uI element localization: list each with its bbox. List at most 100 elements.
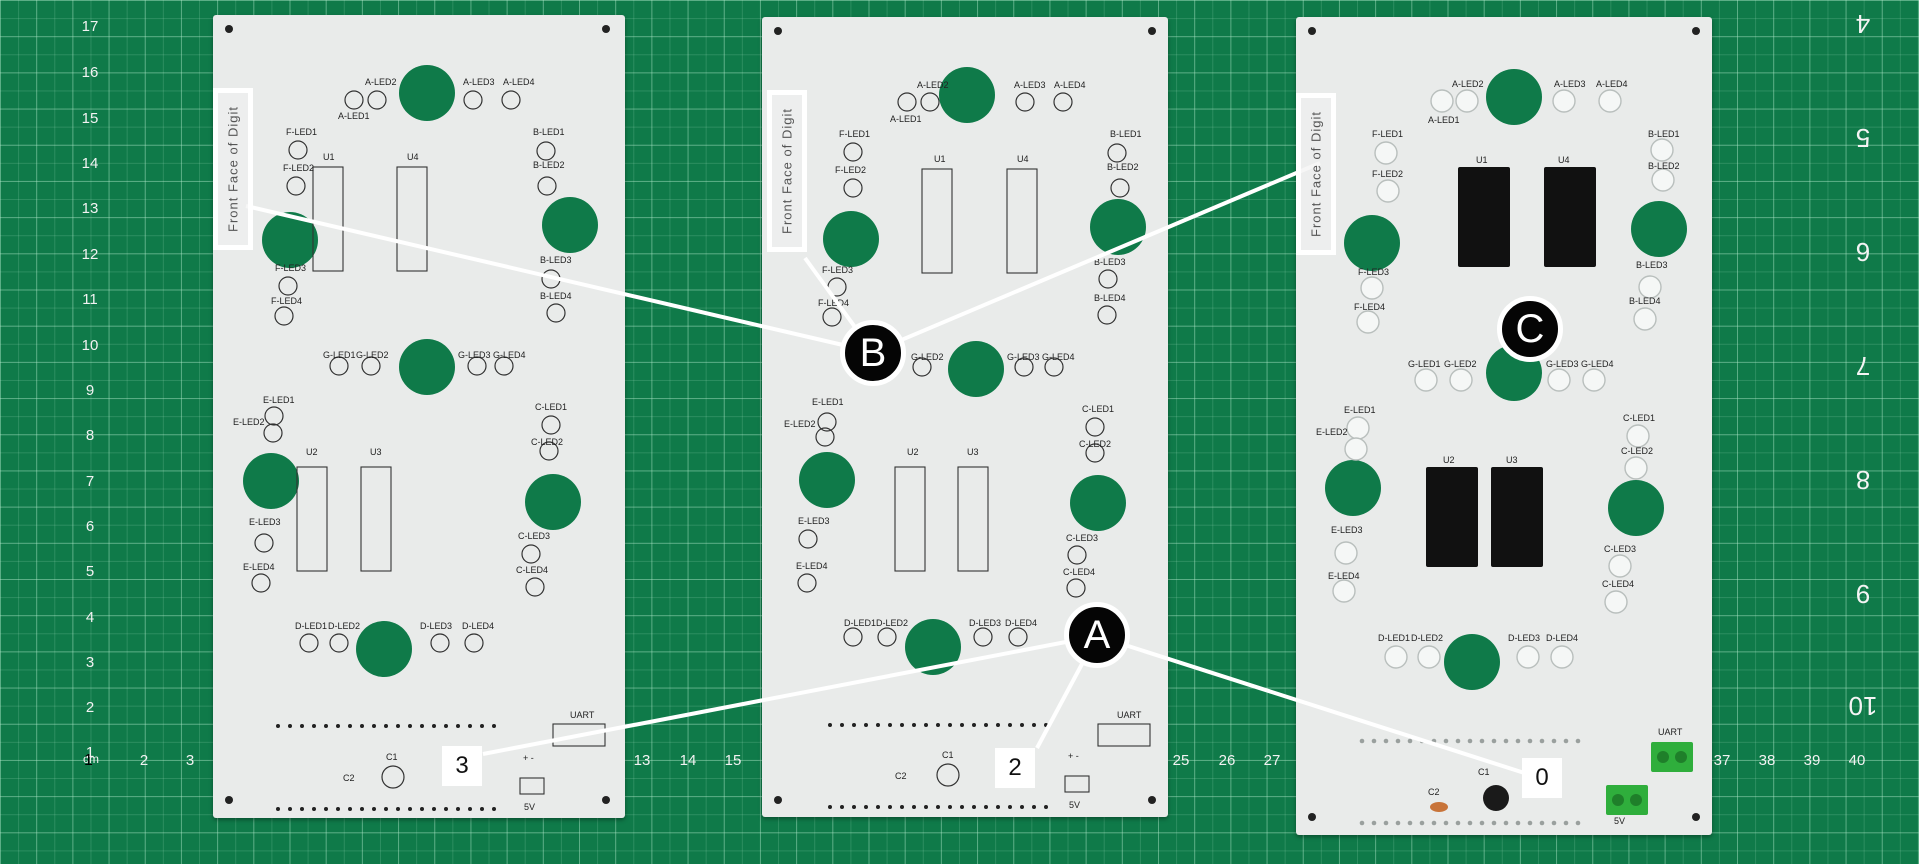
ruler-label: 10 bbox=[81, 337, 99, 354]
silk-label: F-LED1 bbox=[1372, 129, 1403, 139]
leader-line bbox=[482, 634, 1098, 756]
silk-label: F-LED4 bbox=[271, 296, 302, 306]
silk-label: D-LED4 bbox=[1005, 618, 1037, 628]
silk-label: U4 bbox=[407, 152, 419, 162]
ruler-label: 1 bbox=[84, 752, 93, 769]
silk-label: E-LED4 bbox=[243, 562, 275, 572]
silk-label: U3 bbox=[370, 447, 382, 457]
ruler-label: 9 bbox=[85, 382, 95, 399]
silk-label: E-LED3 bbox=[249, 517, 281, 527]
leader-line bbox=[245, 204, 874, 354]
ruler-label: 14 bbox=[81, 155, 99, 172]
pcb-board-3: A-LED2 A-LED3 A-LED4 A-LED1 F-LED1 F-LED… bbox=[213, 15, 625, 818]
silk-label: C-LED1 bbox=[535, 402, 567, 412]
ruler-label: 12 bbox=[81, 246, 99, 263]
silk-label: F-LED4 bbox=[1354, 302, 1385, 312]
silk-label: UART bbox=[1658, 727, 1683, 737]
silk-label: UART bbox=[570, 710, 595, 720]
front-face-label: Front Face of Digit bbox=[1296, 93, 1336, 255]
silk-label: 5V bbox=[524, 802, 535, 812]
silk-label: C1 bbox=[386, 752, 398, 762]
front-face-text: Front Face of Digit bbox=[779, 108, 795, 234]
ruler-label: 6 bbox=[85, 518, 95, 535]
silk-label: A-LED1 bbox=[890, 114, 922, 124]
silk-label: G-LED2 bbox=[1444, 359, 1477, 369]
silk-label: C-LED4 bbox=[1063, 567, 1095, 577]
silk-label: E-LED1 bbox=[1344, 405, 1376, 415]
silk-label: B-LED2 bbox=[1648, 161, 1680, 171]
ruler-label: 15 bbox=[724, 752, 742, 769]
silk-label: C-LED4 bbox=[516, 565, 548, 575]
silk-label: U1 bbox=[934, 154, 946, 164]
pcb-board-2: A-LED2 A-LED3 A-LED4 A-LED1 F-LED1 F-LED… bbox=[762, 17, 1168, 817]
ruler-label: 2 bbox=[139, 752, 149, 769]
silk-label: UART bbox=[1117, 710, 1142, 720]
silk-label: U1 bbox=[1476, 155, 1488, 165]
silk-label: F-LED3 bbox=[275, 263, 306, 273]
silk-label: C-LED3 bbox=[1604, 544, 1636, 554]
silk-label: G-LED3 bbox=[1007, 352, 1040, 362]
silk-label: F-LED1 bbox=[839, 129, 870, 139]
silk-label: G-LED3 bbox=[458, 350, 491, 360]
silk-label: C2 bbox=[895, 771, 907, 781]
silk-label: G-LED1 bbox=[1408, 359, 1441, 369]
silk-label: A-LED2 bbox=[1452, 79, 1484, 89]
silk-label: E-LED3 bbox=[1331, 525, 1363, 535]
silk-label: F-LED1 bbox=[286, 127, 317, 137]
silk-label: B-LED4 bbox=[1629, 296, 1661, 306]
board-number-tag: 0 bbox=[1522, 758, 1562, 798]
ruler-label: 15 bbox=[81, 110, 99, 127]
silk-label: B-LED4 bbox=[1094, 293, 1126, 303]
board-number-tag: 2 bbox=[995, 748, 1035, 788]
front-face-text: Front Face of Digit bbox=[225, 106, 241, 232]
ruler-label: 5 bbox=[85, 563, 95, 580]
silk-label: F-LED2 bbox=[283, 163, 314, 173]
silk-label: D-LED3 bbox=[1508, 633, 1540, 643]
ruler-label: 26 bbox=[1218, 752, 1236, 769]
silk-label: G-LED4 bbox=[493, 350, 526, 360]
silk-label: F-LED4 bbox=[818, 298, 849, 308]
silk-label: U2 bbox=[1443, 455, 1455, 465]
board-artwork: A-LED2 A-LED3 A-LED4 A-LED1 F-LED1 F-LED… bbox=[225, 25, 610, 812]
leader-line bbox=[1096, 634, 1541, 780]
ruler-label: 7 bbox=[85, 473, 95, 490]
silk-label: A-LED2 bbox=[917, 80, 949, 90]
silk-label: A-LED4 bbox=[1596, 79, 1628, 89]
pcb-board-0: A-LED2 A-LED3 A-LED4 A-LED1 F-LED1 F-LED… bbox=[1296, 17, 1712, 835]
callout-a: A bbox=[1064, 602, 1130, 668]
left-ruler: 17 16 15 14 13 12 11 10 9 8 7 6 5 4 3 2 … bbox=[0, 0, 99, 864]
ruler-label: 17 bbox=[81, 18, 99, 35]
silk-label: B-LED3 bbox=[540, 255, 572, 265]
ruler-label: 39 bbox=[1803, 752, 1821, 769]
ruler-label: 14 bbox=[679, 752, 697, 769]
silk-label: B-LED1 bbox=[533, 127, 565, 137]
front-face-text: Front Face of Digit bbox=[1308, 111, 1324, 237]
silk-label: E-LED2 bbox=[233, 417, 265, 427]
silk-label: A-LED2 bbox=[365, 77, 397, 87]
ruler-label: 2 bbox=[85, 699, 95, 716]
silk-label: C1 bbox=[942, 750, 954, 760]
ruler-label: 3 bbox=[185, 752, 195, 769]
silk-label: F-LED2 bbox=[1372, 169, 1403, 179]
front-face-label: Front Face of Digit bbox=[213, 88, 253, 250]
ruler-label: 40 bbox=[1848, 752, 1866, 769]
silk-label: C-LED1 bbox=[1623, 413, 1655, 423]
silk-label: F-LED3 bbox=[1358, 267, 1389, 277]
silk-label: E-LED3 bbox=[798, 516, 830, 526]
silk-label: D-LED1 bbox=[295, 621, 327, 631]
silk-label: C2 bbox=[343, 773, 355, 783]
silk-label: B-LED1 bbox=[1648, 129, 1680, 139]
ruler-label: 25 bbox=[1172, 752, 1190, 769]
ruler-label: 37 bbox=[1713, 752, 1731, 769]
silk-label: G-LED3 bbox=[1546, 359, 1579, 369]
leader-line bbox=[872, 161, 1321, 354]
silk-label: C-LED4 bbox=[1602, 579, 1634, 589]
silk-label: G-LED1 bbox=[323, 350, 356, 360]
silk-label: G-LED4 bbox=[1581, 359, 1614, 369]
silk-label: D-LED2 bbox=[876, 618, 908, 628]
silk-label: 5V bbox=[1069, 800, 1080, 810]
silk-label: A-LED3 bbox=[463, 77, 495, 87]
silk-label: D-LED4 bbox=[1546, 633, 1578, 643]
ruler-label: 3 bbox=[85, 654, 95, 671]
silk-label: A-LED1 bbox=[1428, 115, 1460, 125]
